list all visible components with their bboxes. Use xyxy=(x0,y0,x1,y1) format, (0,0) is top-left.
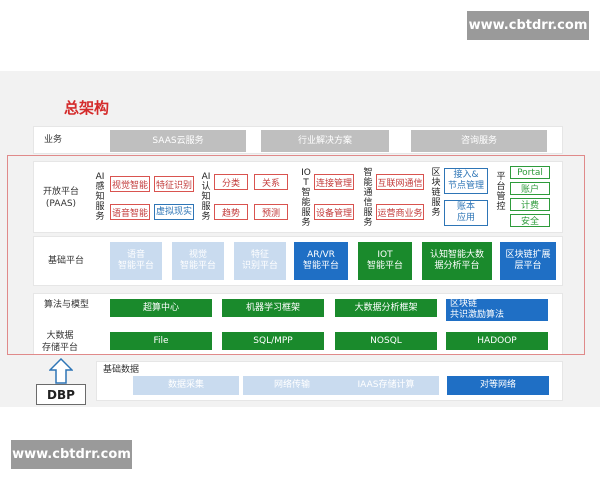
watermark-top: www.cbtdrr.com xyxy=(467,11,589,40)
base-platform-band: 基础平台 语音 智能平台 视觉 智能平台 特征 识别平台 AR/VR 智能平台 … xyxy=(33,236,563,286)
data-collection-box: 数据采集 xyxy=(133,376,239,395)
open-platform-band: 开放平台 (PAAS) AI感知服务 视觉智能 特征识别 语音智能 虚拟现实 A… xyxy=(33,161,563,233)
business-consulting-box: 咨询服务 xyxy=(411,130,547,152)
voice-platform-box: 语音 智能平台 xyxy=(110,242,162,280)
account-box: 账户 xyxy=(510,182,550,195)
slide-title: 总架构 xyxy=(64,99,110,117)
business-label: 业务 xyxy=(44,135,63,145)
iot-platform-box: IOT 智能平台 xyxy=(358,242,412,280)
blockchain-service-label: 区块链服务 xyxy=(431,168,441,218)
base-platform-label: 基础平台 xyxy=(48,256,85,266)
hadoop-box: HADOOP xyxy=(446,332,548,350)
ml-framework-box: 机器学习框架 xyxy=(222,299,324,317)
internet-communication-box: 互联网通信 xyxy=(376,174,424,190)
open-platform-label: 开放平台 (PAAS) xyxy=(42,187,79,209)
virtual-reality-box: 虚拟现实 xyxy=(154,204,194,220)
security-box: 安全 xyxy=(510,214,550,227)
prediction-box: 预测 xyxy=(254,204,288,220)
file-box: File xyxy=(110,332,212,350)
sql-mpp-box: SQL/MPP xyxy=(222,332,324,350)
visual-platform-box: 视觉 智能平台 xyxy=(172,242,224,280)
supercomputing-box: 超算中心 xyxy=(110,299,212,317)
arvr-platform-box: AR/VR 智能平台 xyxy=(294,242,348,280)
iot-label: IOT智能服务 xyxy=(301,168,311,228)
carrier-business-box: 运营商业务 xyxy=(376,204,424,220)
smart-communication-label: 智能通信服务 xyxy=(363,168,373,228)
algorithms-storage-band: 算法与模型 超算中心 机器学习框架 大数据分析框架 区块链 共识激励算法 大数据… xyxy=(33,293,563,355)
business-saas-box: SAAS云服务 xyxy=(110,130,246,152)
ledger-app-box: 账本 应用 xyxy=(444,200,488,226)
network-transmission-box: 网络传输 xyxy=(243,376,341,395)
nosql-box: NOSQL xyxy=(335,332,437,350)
watermark-bottom: www.cbtdrr.com xyxy=(11,440,132,469)
dbp-box: DBP xyxy=(36,384,86,405)
voice-intelligence-box: 语音智能 xyxy=(110,204,150,220)
iaas-storage-box: IAAS存储计算 xyxy=(333,376,439,395)
architecture-slide: 总架构 业务 SAAS云服务 行业解决方案 咨询服务 开放平台 (PAAS) A… xyxy=(0,71,600,407)
visual-intelligence-box: 视觉智能 xyxy=(110,176,150,192)
business-band: 业务 SAAS云服务 行业解决方案 咨询服务 xyxy=(33,126,563,154)
bigdata-storage-label: 大数据 存储平台 xyxy=(42,331,79,353)
ai-cognition-label: AI认知服务 xyxy=(201,172,211,222)
relation-box: 关系 xyxy=(254,174,288,190)
bigdata-framework-box: 大数据分析框架 xyxy=(335,299,437,317)
cognitive-bigdata-platform-box: 认知智能大数 据分析平台 xyxy=(422,242,492,280)
platform-control-label: 平台管控 xyxy=(496,172,506,212)
algorithms-label: 算法与模型 xyxy=(44,300,90,310)
consensus-algorithm-box: 区块链 共识激励算法 xyxy=(446,299,548,321)
device-management-box: 设备管理 xyxy=(314,204,354,220)
node-management-box: 接入& 节点管理 xyxy=(444,168,488,194)
paas-highlight-frame xyxy=(7,155,585,355)
connection-management-box: 连接管理 xyxy=(314,174,354,190)
feature-platform-box: 特征 识别平台 xyxy=(234,242,286,280)
base-data-band: 基础数据 数据采集 网络传输 IAAS存储计算 对等网络 xyxy=(96,361,563,401)
blockchain-platform-box: 区块链扩展 层平台 xyxy=(500,242,556,280)
billing-box: 计费 xyxy=(510,198,550,211)
ai-perception-label: AI感知服务 xyxy=(95,172,105,222)
trend-box: 趋势 xyxy=(214,204,248,220)
base-data-label: 基础数据 xyxy=(103,365,140,375)
up-arrow-icon xyxy=(49,358,73,384)
peer-network-box: 对等网络 xyxy=(447,376,549,395)
portal-box: Portal xyxy=(510,166,550,179)
classification-box: 分类 xyxy=(214,174,248,190)
business-industry-box: 行业解决方案 xyxy=(261,130,389,152)
feature-recognition-box: 特征识别 xyxy=(154,176,194,192)
